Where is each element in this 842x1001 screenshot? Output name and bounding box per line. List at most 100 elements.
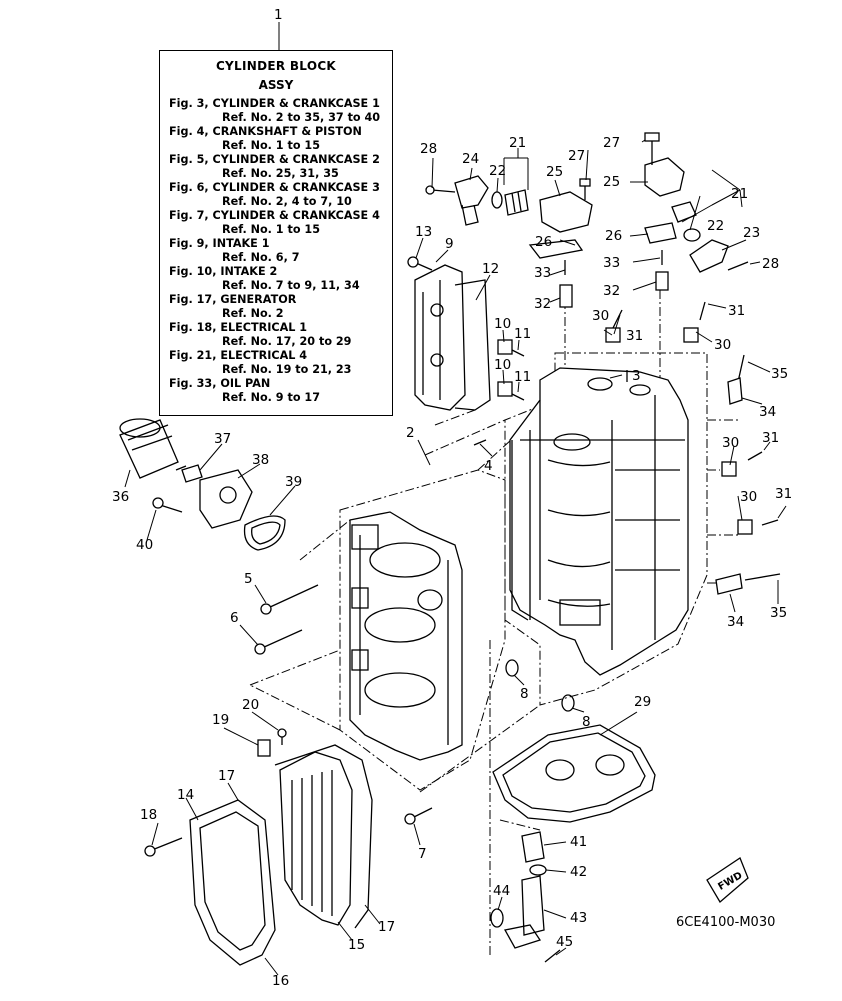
callout-44: 44 xyxy=(493,883,510,899)
legend-fig: Fig. 21, ELECTRICAL 4 xyxy=(169,349,308,362)
legend-ref: Ref. No. 17, 20 to 29 xyxy=(222,335,352,348)
legend-entry: Fig. 18, ELECTRICAL 1 Ref. No. 17, 20 to… xyxy=(160,321,392,349)
drawing-code: 6CE4100-M030 xyxy=(676,915,775,930)
callout-33b: 33 xyxy=(603,255,620,271)
callout-30d: 30 xyxy=(740,489,757,505)
fwd-arrow: FWD xyxy=(706,857,749,903)
callout-21b: 21 xyxy=(731,186,748,202)
callout-41: 41 xyxy=(570,834,587,850)
callout-23: 23 xyxy=(743,225,760,241)
oil-filter xyxy=(119,418,187,479)
legend-fig: Fig. 5, CYLINDER & CRANKCASE 2 xyxy=(169,153,380,166)
callout-8a: 8 xyxy=(520,686,529,702)
callout-10b: 10 xyxy=(494,357,511,373)
callout-21a: 21 xyxy=(509,135,526,151)
legend-entry: Fig. 33, OIL PAN Ref. No. 9 to 17 xyxy=(160,377,392,405)
callout-12: 12 xyxy=(482,261,499,277)
callout-14: 14 xyxy=(177,787,194,803)
legend-box: CYLINDER BLOCK ASSY Fig. 3, CYLINDER & C… xyxy=(159,50,393,416)
legend-ref: Ref. No. 2, 4 to 7, 10 xyxy=(222,195,352,208)
callout-32b: 32 xyxy=(603,283,620,299)
callout-32a: 32 xyxy=(534,296,551,312)
callout-18: 18 xyxy=(140,807,157,823)
callout-6: 6 xyxy=(230,610,239,626)
callout-7: 7 xyxy=(418,846,427,862)
legend-ref: Ref. No. 9 to 17 xyxy=(222,391,320,404)
fasteners xyxy=(144,132,781,963)
legend-ref: Ref. No. 25, 31, 35 xyxy=(222,167,339,180)
callout-25a: 25 xyxy=(546,164,563,180)
callout-3: 3 xyxy=(632,368,641,384)
exhaust-cover-assembly xyxy=(189,744,373,966)
callout-10a: 10 xyxy=(494,316,511,332)
legend-entry: Fig. 7, CYLINDER & CRANKCASE 4 Ref. No. … xyxy=(160,209,392,237)
legend-fig: Fig. 6, CYLINDER & CRANKCASE 3 xyxy=(169,181,380,194)
callout-30c: 30 xyxy=(722,435,739,451)
intake-cover xyxy=(414,264,491,411)
callout-11b: 11 xyxy=(514,369,531,385)
callout-28a: 28 xyxy=(420,141,437,157)
callout-11a: 11 xyxy=(514,326,531,342)
callout-42: 42 xyxy=(570,864,587,880)
callout-35a: 35 xyxy=(771,366,788,382)
callout-39: 39 xyxy=(285,474,302,490)
callout-31b: 31 xyxy=(728,303,745,319)
callout-30b: 30 xyxy=(714,337,731,353)
callout-17b: 17 xyxy=(378,919,395,935)
callout-4: 4 xyxy=(484,458,493,474)
callout-30a: 30 xyxy=(592,308,609,324)
oil-pan-gasket xyxy=(492,724,656,823)
bracket-gasket xyxy=(243,515,286,551)
callout-40: 40 xyxy=(136,537,153,553)
legend-entry: Fig. 4, CRANKSHAFT & PISTON Ref. No. 1 t… xyxy=(160,125,392,153)
callout-8b: 8 xyxy=(582,714,591,730)
callout-31c: 31 xyxy=(762,430,779,446)
legend-entry: Fig. 6, CYLINDER & CRANKCASE 3 Ref. No. … xyxy=(160,181,392,209)
legend-ref: Ref. No. 6, 7 xyxy=(222,251,300,264)
callout-26a: 26 xyxy=(535,234,552,250)
callout-43: 43 xyxy=(570,910,587,926)
legend-fig: Fig. 17, GENERATOR xyxy=(169,293,297,306)
callout-34b: 34 xyxy=(727,614,744,630)
legend-ref: Ref. No. 7 to 9, 11, 34 xyxy=(222,279,360,292)
callout-22a: 22 xyxy=(489,163,506,179)
callout-19: 19 xyxy=(212,712,229,728)
callout-15: 15 xyxy=(348,937,365,953)
callout-24: 24 xyxy=(462,151,479,167)
callout-5: 5 xyxy=(244,571,253,587)
water-gaskets xyxy=(528,222,677,308)
callout-27b: 27 xyxy=(603,135,620,151)
callout-31d: 31 xyxy=(775,486,792,502)
legend-entry: Fig. 3, CYLINDER & CRANKCASE 1 Ref. No. … xyxy=(160,97,392,125)
callout-13: 13 xyxy=(415,224,432,240)
thermostat-housing-right xyxy=(644,157,729,273)
thermostat-housing-left xyxy=(454,175,593,233)
callout-25b: 25 xyxy=(603,174,620,190)
callout-28b: 28 xyxy=(762,256,779,272)
legend-fig: Fig. 7, CYLINDER & CRANKCASE 4 xyxy=(169,209,380,222)
legend-entry: Fig. 5, CYLINDER & CRANKCASE 2 Ref. No. … xyxy=(160,153,392,181)
callout-29: 29 xyxy=(634,694,651,710)
callout-38: 38 xyxy=(252,452,269,468)
callout-20: 20 xyxy=(242,697,259,713)
legend-ref: Ref. No. 1 to 15 xyxy=(222,223,320,236)
legend-title: CYLINDER BLOCK xyxy=(215,59,337,73)
legend-fig: Fig. 18, ELECTRICAL 1 xyxy=(169,321,308,334)
legend-ref: Ref. No. 2 to 35, 37 to 40 xyxy=(222,111,381,124)
legend-ref: Ref. No. 1 to 15 xyxy=(222,139,320,152)
legend-fig: Fig. 10, INTAKE 2 xyxy=(169,265,278,278)
callout-22b: 22 xyxy=(707,218,724,234)
legend-ref: Ref. No. 19 to 21, 23 xyxy=(222,363,352,376)
crankcase-block xyxy=(509,367,689,676)
callout-27a: 27 xyxy=(568,148,585,164)
legend-fig: Fig. 3, CYLINDER & CRANKCASE 1 xyxy=(169,97,380,110)
legend-entry: Fig. 21, ELECTRICAL 4 Ref. No. 19 to 21,… xyxy=(160,349,392,377)
callout-1: 1 xyxy=(274,7,283,23)
assembly-dash-lines xyxy=(249,290,740,955)
legend-ref: Ref. No. 2 xyxy=(222,307,284,320)
leader-lines xyxy=(124,22,787,976)
callout-45: 45 xyxy=(556,934,573,950)
clips-and-sleeves xyxy=(257,327,753,757)
callout-2: 2 xyxy=(406,425,415,441)
